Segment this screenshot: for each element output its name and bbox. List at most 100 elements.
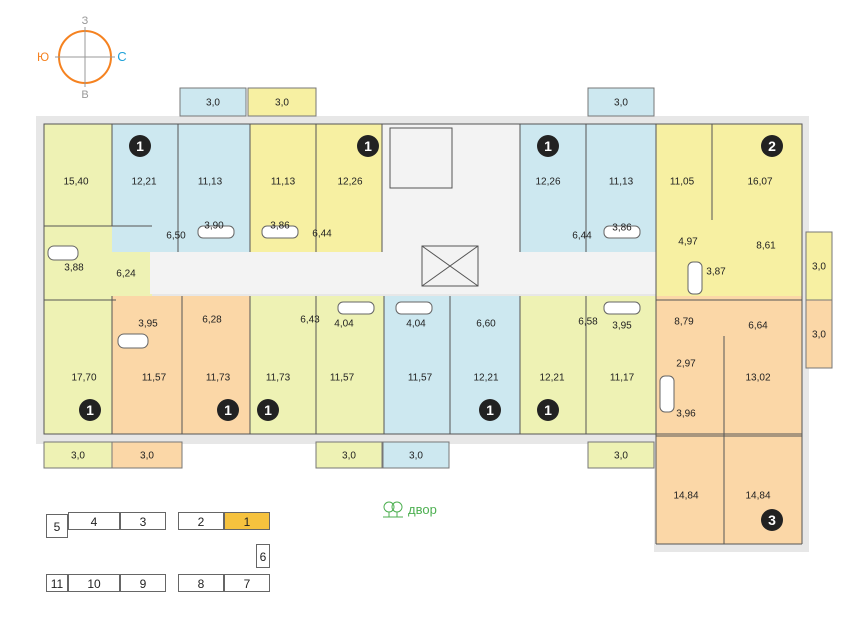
svg-text:1: 1 [224,402,232,418]
svg-text:1: 1 [364,138,372,154]
room-area: 11,13 [609,177,634,188]
room-count-badge: 1 [217,399,239,421]
svg-text:1: 1 [486,402,494,418]
balcony [805,299,833,369]
room-count-badge: 1 [257,399,279,421]
room-area: 17,70 [71,373,96,384]
room-area: 15,40 [63,177,88,188]
balcony-label: 3,0 [342,451,356,462]
compass-west: Ю [37,50,49,64]
compass: З С В Ю [30,14,140,101]
svg-text:1: 1 [264,402,272,418]
room-area: 6,28 [202,315,222,326]
compass-east: С [117,49,126,64]
svg-text:1: 1 [86,402,94,418]
room-area: 4,04 [334,319,354,330]
room-labels: 15,40 12,21 11,13 11,13 12,26 12,26 11,1… [63,177,776,502]
room-area: 6,60 [476,319,496,330]
balcony-label: 3,0 [812,330,826,341]
yard-label-text: двор [408,501,437,517]
room-area: 11,73 [266,373,291,384]
room-area: 3,95 [612,321,632,332]
svg-text:1: 1 [544,402,552,418]
room-area: 11,73 [206,373,231,384]
room-area: 12,21 [539,373,564,384]
balcony-label: 3,0 [206,98,220,109]
balcony-labels: 3,0 3,0 3,0 3,0 3,0 3,0 3,0 3,0 3,0 3,0 [71,98,826,462]
room-area: 12,26 [337,177,362,188]
balcony-label: 3,0 [614,451,628,462]
room-area: 3,86 [270,221,290,232]
section-cell[interactable]: 8 [178,574,224,592]
svg-text:1: 1 [544,138,552,154]
section-cell[interactable]: 7 [224,574,270,592]
balcony [179,87,247,117]
room-area: 3,87 [706,267,726,278]
room-area: 6,43 [300,315,320,326]
room-area: 6,64 [748,321,768,332]
room-area: 6,50 [166,231,186,242]
balcony-label: 3,0 [140,451,154,462]
fixtures [47,225,703,413]
compass-south: В [81,89,88,100]
section-cell[interactable]: 3 [120,512,166,530]
section-cell[interactable]: 9 [120,574,166,592]
svg-text:3: 3 [768,512,776,528]
balcony [247,87,317,117]
section-cell[interactable]: 10 [68,574,120,592]
svg-text:2: 2 [768,138,776,154]
room-area: 8,79 [674,317,694,328]
right-balconies [805,231,833,369]
room-area: 4,04 [406,319,426,330]
room-area: 11,13 [198,177,223,188]
balcony-label: 3,0 [614,98,628,109]
balcony [587,87,655,117]
balcony-label: 3,0 [71,451,85,462]
room-area: 4,97 [678,237,698,248]
section-cell[interactable]: 4 [68,512,120,530]
room-area: 8,61 [756,241,776,252]
room-area: 11,57 [408,373,433,384]
room-area: 6,44 [312,229,332,240]
compass-north: З [82,15,89,27]
section-cell[interactable]: 6 [256,544,270,568]
room-area: 3,88 [64,263,84,274]
room-count-badge: 1 [537,399,559,421]
room-area: 11,05 [670,177,695,188]
room-count-badge: 3 [761,509,783,531]
section-cell-active[interactable]: 1 [224,512,270,530]
top-balconies [179,87,655,117]
room-area: 3,95 [138,319,158,330]
room-area: 2,97 [676,359,696,370]
svg-text:1: 1 [136,138,144,154]
balcony-label: 3,0 [409,451,423,462]
tree-icon [382,500,404,518]
room-area: 12,21 [473,373,498,384]
room-area: 6,58 [578,317,598,328]
section-cell[interactable]: 2 [178,512,224,530]
room-count-badge: 1 [79,399,101,421]
room-count-badge: 1 [357,135,379,157]
balcony [111,441,183,469]
balcony [587,441,655,469]
room-area: 16,07 [747,177,772,188]
room-count-badges: 1 1 1 2 1 1 1 1 1 3 [79,135,783,531]
room-area: 3,96 [676,409,696,420]
room-area: 11,57 [142,373,167,384]
balcony [315,441,383,469]
balcony-label: 3,0 [275,98,289,109]
room-area: 11,17 [610,373,635,384]
room-area: 12,26 [535,177,560,188]
section-cell[interactable]: 5 [46,514,68,538]
room-area: 6,24 [116,269,136,280]
room-count-badge: 1 [129,135,151,157]
room-area: 12,21 [131,177,156,188]
room-area: 11,13 [271,177,296,188]
room-area: 3,86 [612,223,632,234]
room-area: 13,02 [745,373,770,384]
room-area: 6,44 [572,231,592,242]
room-area: 3,90 [204,221,224,232]
section-cell[interactable]: 11 [46,574,68,592]
bottom-balconies [43,441,655,469]
